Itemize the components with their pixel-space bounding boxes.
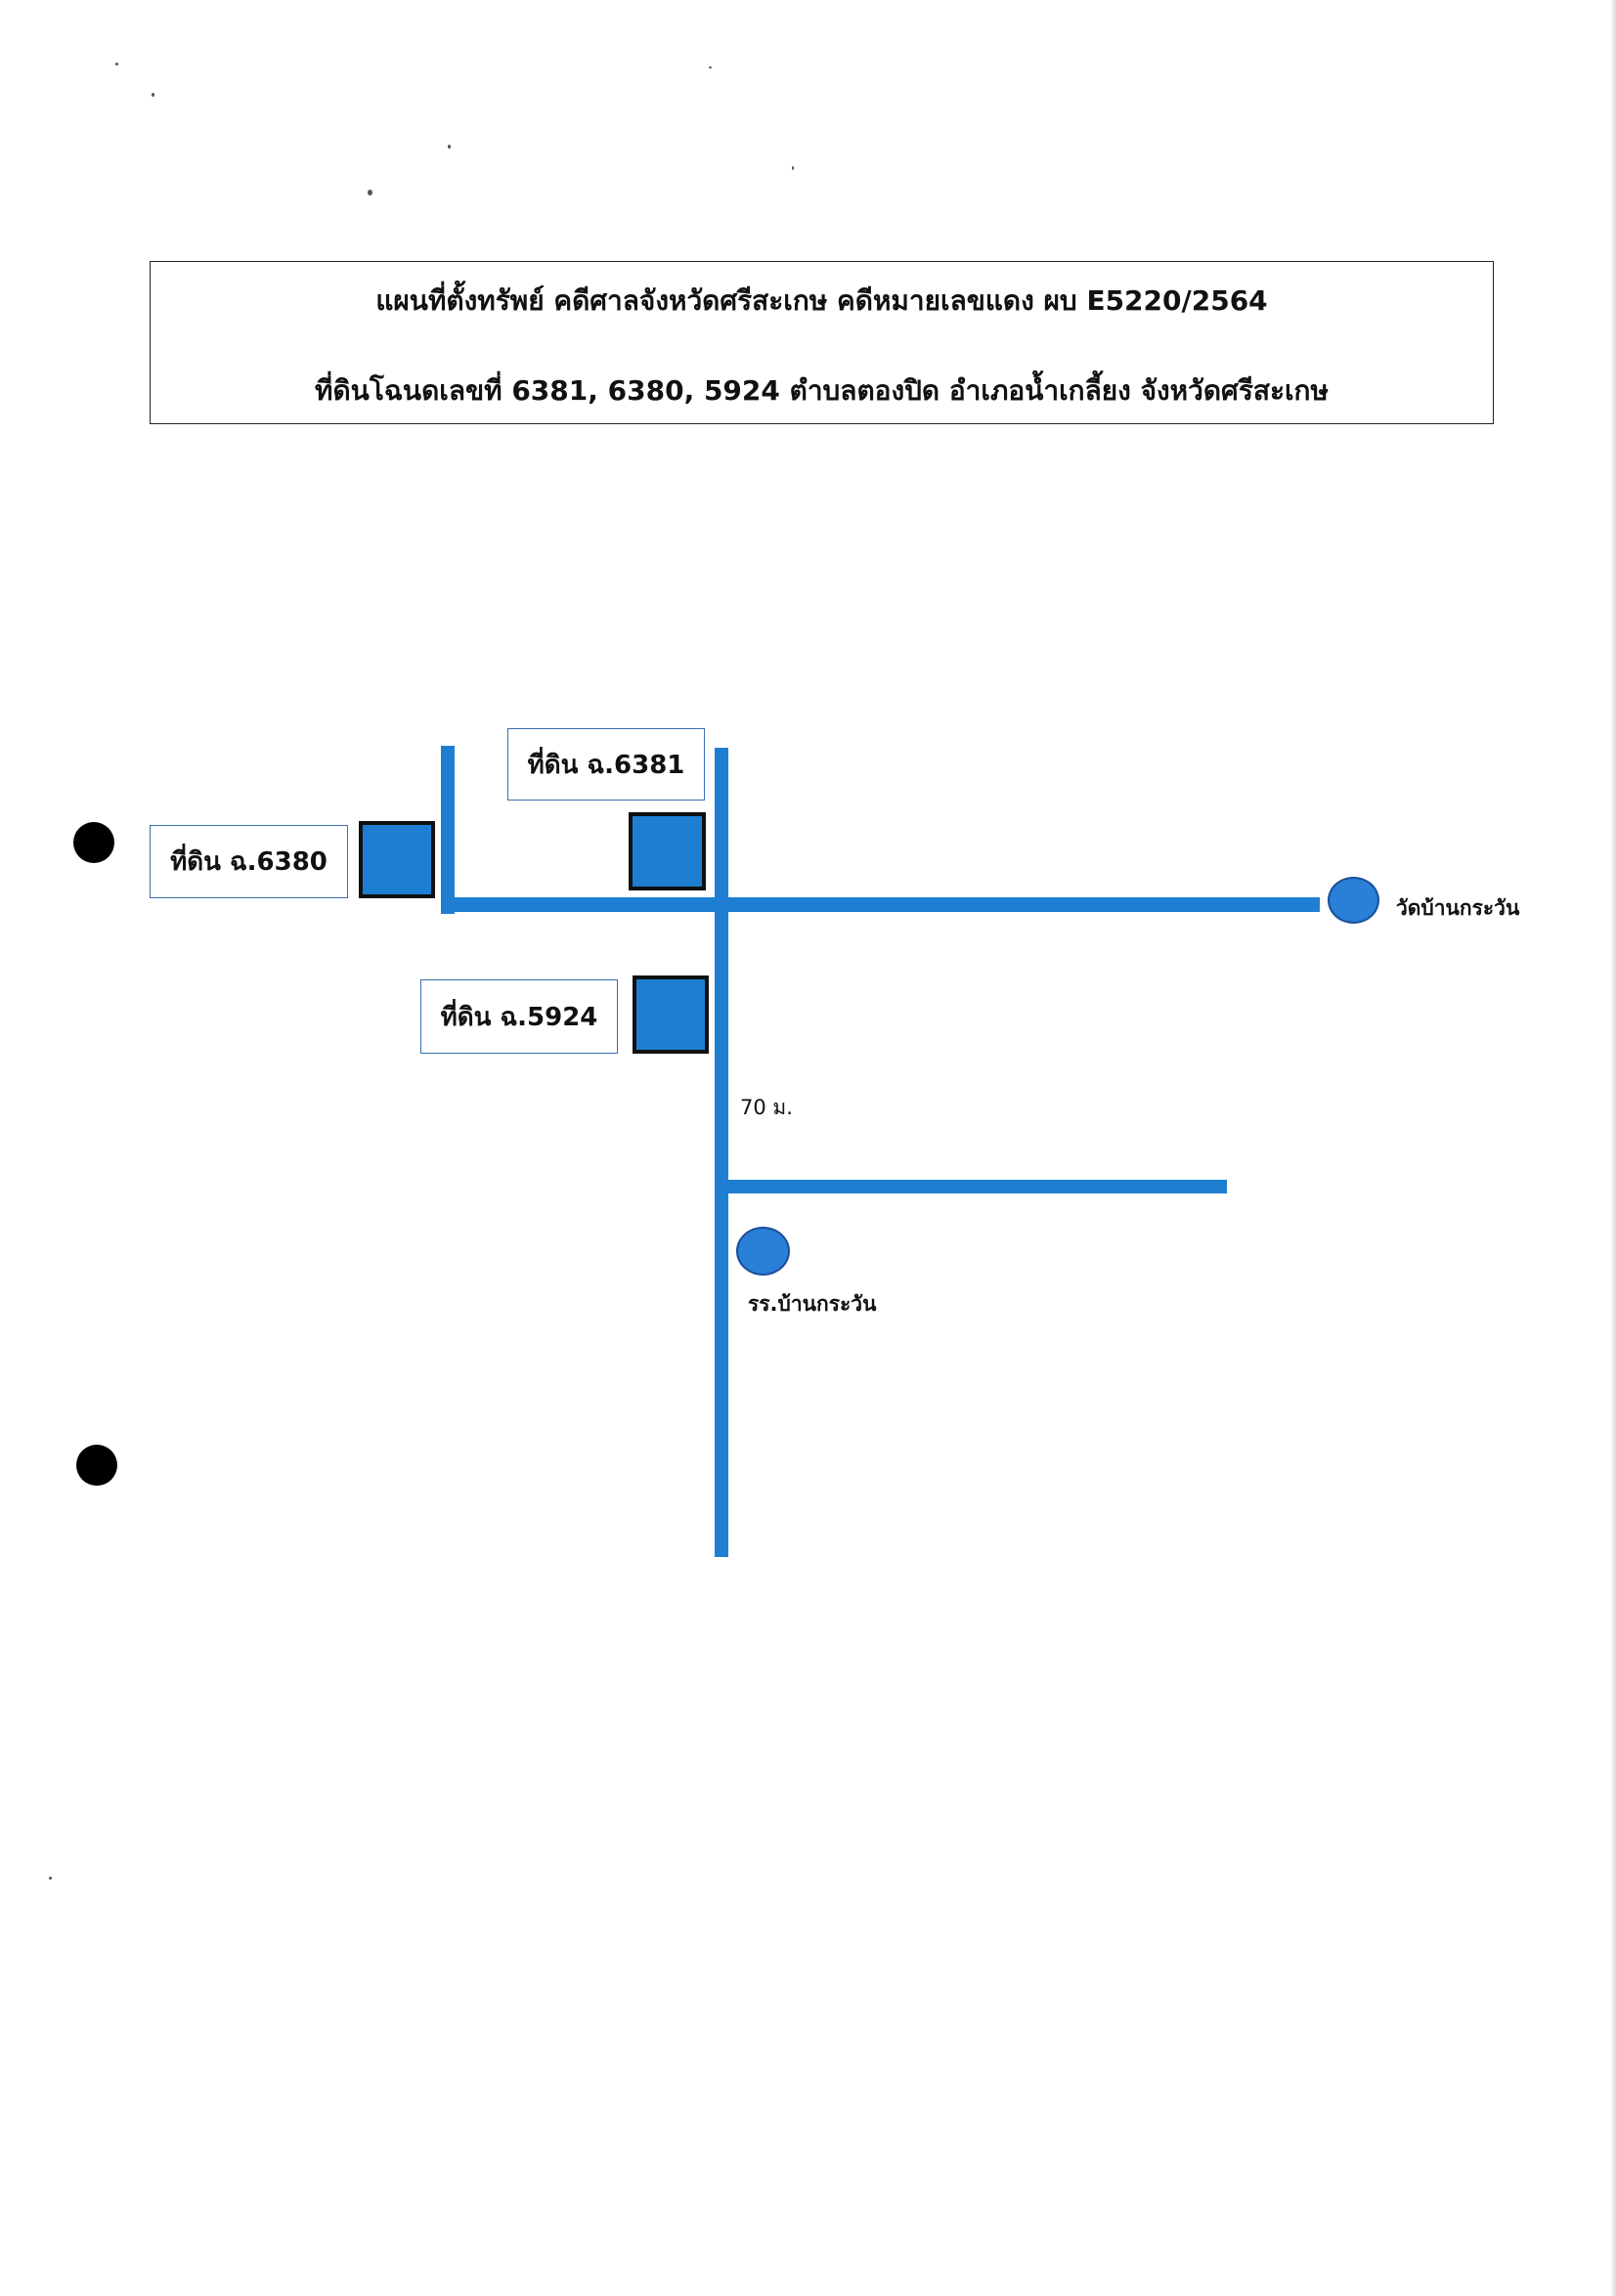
temple-label: วัดบ้านกระวัน — [1396, 896, 1520, 920]
title-box: แผนที่ตั้งทรัพย์ คดีศาลจังหวัดศรีสะเกษ ค… — [150, 261, 1494, 424]
parcel-label-6380: ที่ดิน ฉ.6380 — [150, 825, 348, 898]
distance-label: 70 ม. — [740, 1096, 793, 1119]
road-main-vertical — [715, 748, 728, 1557]
scan-speck — [709, 66, 712, 68]
scan-speck — [368, 190, 372, 195]
scan-speck — [115, 63, 118, 65]
scan-speck — [49, 1877, 52, 1880]
school-label: รร.บ้านกระวัน — [748, 1292, 877, 1316]
scan-speck — [448, 145, 451, 149]
parcel-6380 — [359, 821, 435, 898]
school-marker — [736, 1227, 790, 1276]
parcel-5924 — [633, 975, 709, 1054]
scan-speck — [792, 166, 794, 170]
temple-marker — [1328, 877, 1379, 924]
road-upper-horizontal — [441, 897, 1320, 912]
parcel-label-6381: ที่ดิน ฉ.6381 — [507, 728, 705, 801]
document-title: แผนที่ตั้งทรัพย์ คดีศาลจังหวัดศรีสะเกษ ค… — [375, 284, 1268, 317]
punch-hole-top — [73, 822, 114, 863]
document-subtitle: ที่ดินโฉนดเลขที่ 6381, 6380, 5924 ตำบลตอ… — [315, 374, 1329, 407]
scan-speck — [152, 93, 154, 97]
road-left-vertical — [441, 746, 455, 914]
parcel-label-5924: ที่ดิน ฉ.5924 — [420, 979, 618, 1054]
punch-hole-bottom — [76, 1445, 117, 1486]
page-edge — [1610, 0, 1616, 2296]
parcel-6381 — [629, 812, 706, 890]
road-lower-horizontal — [715, 1180, 1227, 1193]
